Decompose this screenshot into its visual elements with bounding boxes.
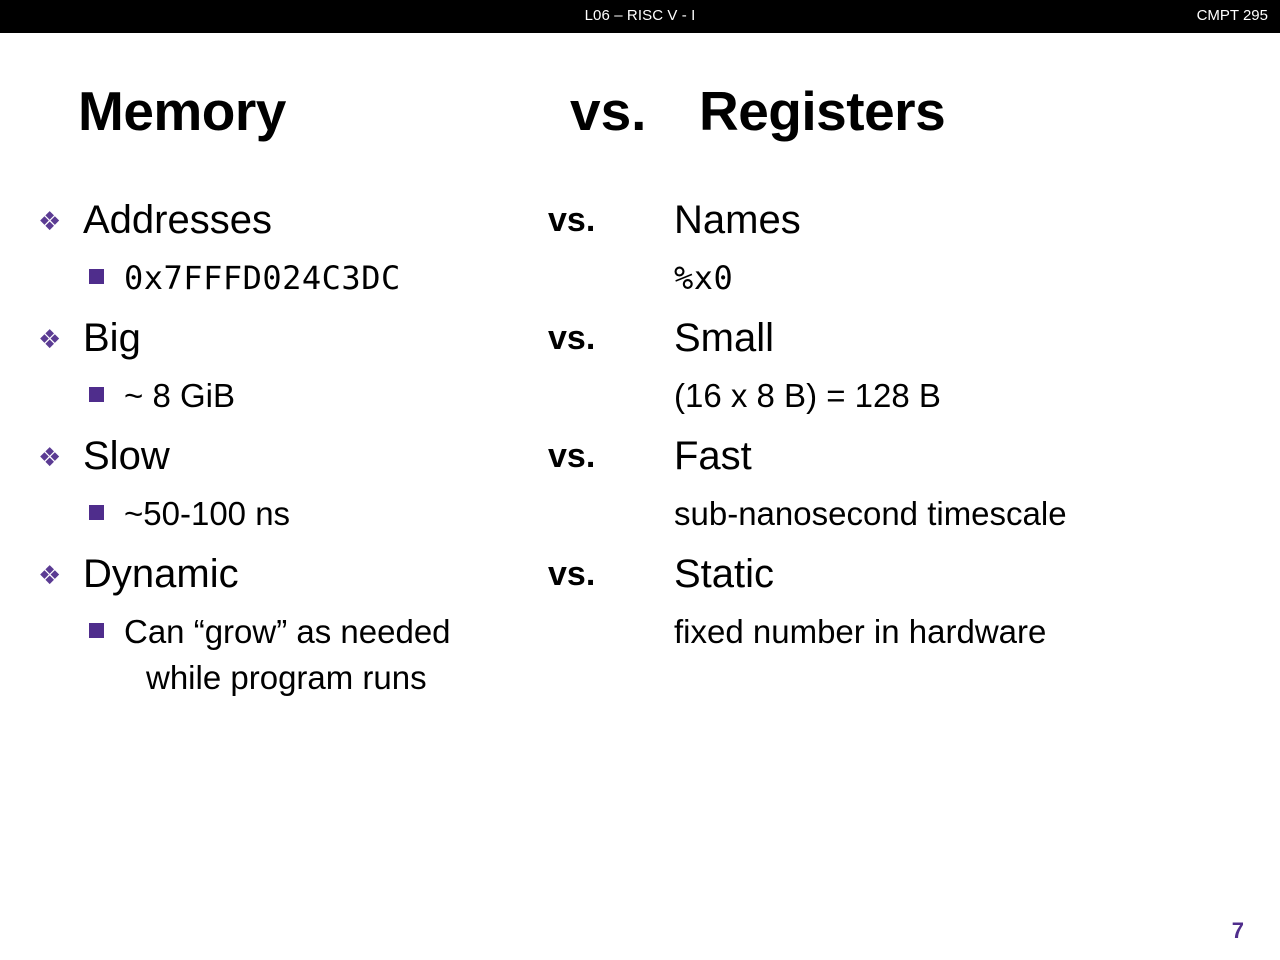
page-title: Memory vs. Registers <box>0 78 1280 148</box>
title-vs: vs. <box>570 80 647 142</box>
diamond-bullet-icon: ❖ <box>38 325 62 355</box>
memory-detail: ~50-100 ns <box>124 495 291 532</box>
memory-detail: 0x7FFFD024C3DC <box>124 259 401 297</box>
comparison-detail-row: 0x7FFFD024C3DC %x0 <box>0 255 1280 311</box>
comparison-main-row: ❖ Addresses vs. Names <box>0 193 1280 255</box>
comparison-main-row: ❖ Dynamic vs. Static <box>0 547 1280 609</box>
memory-detail-line-1: Can “grow” as needed <box>124 613 451 650</box>
register-attribute: Small <box>674 316 775 360</box>
vs-label: vs. <box>548 437 596 475</box>
page-number: 7 <box>1231 918 1244 943</box>
memory-attribute: Big <box>83 316 141 360</box>
comparison-detail-row: Can “grow” as needed while program runs … <box>0 609 1280 696</box>
comparison-detail-row: ~ 8 GiB (16 x 8 B) = 128 B <box>0 373 1280 429</box>
slide-header-bar: L06 – RISC V - I CMPT 295 <box>0 0 1280 33</box>
comparison-main-row: ❖ Slow vs. Fast <box>0 429 1280 491</box>
course-code: CMPT 295 <box>1196 7 1268 24</box>
diamond-bullet-icon: ❖ <box>38 561 62 591</box>
comparison-group-addresses: ❖ Addresses vs. Names 0x7FFFD024C3DC %x0 <box>0 193 1280 311</box>
comparison-group-size: ❖ Big vs. Small ~ 8 GiB (16 x 8 B) = 128… <box>0 311 1280 429</box>
register-detail: sub-nanosecond timescale <box>674 495 1067 532</box>
vs-label: vs. <box>548 555 596 593</box>
diamond-bullet-icon: ❖ <box>38 207 62 237</box>
square-bullet-icon <box>89 387 104 402</box>
register-detail: (16 x 8 B) = 128 B <box>674 377 941 414</box>
vs-label: vs. <box>548 201 596 239</box>
square-bullet-icon <box>89 269 104 284</box>
vs-label: vs. <box>548 319 596 357</box>
comparison-main-row: ❖ Big vs. Small <box>0 311 1280 373</box>
memory-detail: Can “grow” as needed while program runs <box>124 609 554 701</box>
register-detail: fixed number in hardware <box>674 613 1047 650</box>
memory-attribute: Dynamic <box>83 552 239 596</box>
memory-detail-line-2: while program runs <box>146 659 427 696</box>
register-detail: %x0 <box>674 259 734 297</box>
title-memory: Memory <box>78 80 286 142</box>
lecture-title: L06 – RISC V - I <box>584 7 696 24</box>
comparison-group-allocation: ❖ Dynamic vs. Static Can “grow” as neede… <box>0 547 1280 696</box>
register-attribute: Fast <box>674 434 752 478</box>
register-attribute: Static <box>674 552 775 596</box>
register-attribute: Names <box>674 198 801 242</box>
memory-detail: ~ 8 GiB <box>124 377 235 414</box>
square-bullet-icon <box>89 623 104 638</box>
square-bullet-icon <box>89 505 104 520</box>
comparison-detail-row: ~50-100 ns sub-nanosecond timescale <box>0 491 1280 547</box>
memory-attribute: Addresses <box>83 198 272 242</box>
memory-attribute: Slow <box>83 434 170 478</box>
title-registers: Registers <box>699 80 946 142</box>
comparison-list: ❖ Addresses vs. Names 0x7FFFD024C3DC %x0… <box>0 193 1280 696</box>
comparison-group-speed: ❖ Slow vs. Fast ~50-100 ns sub-nanosecon… <box>0 429 1280 547</box>
diamond-bullet-icon: ❖ <box>38 443 62 473</box>
